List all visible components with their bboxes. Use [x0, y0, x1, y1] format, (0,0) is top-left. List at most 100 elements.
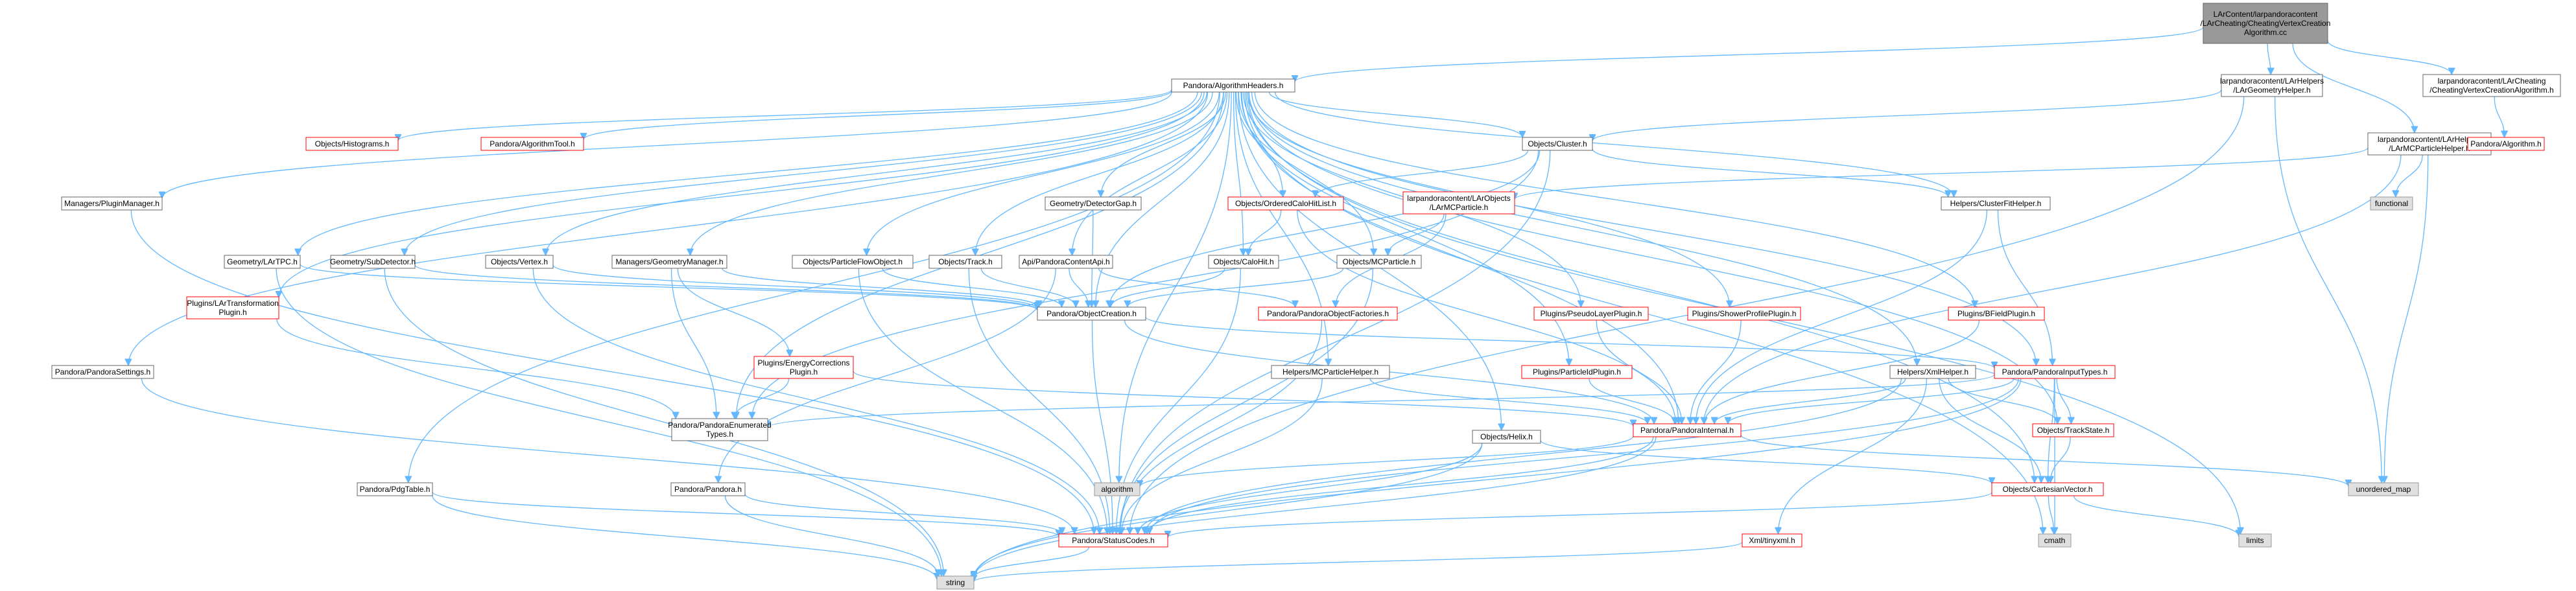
node-pandora_alg[interactable]: Pandora/Algorithm.h [2467, 137, 2545, 151]
node-box-pflow[interactable] [792, 255, 914, 269]
node-box-objcreation[interactable] [1037, 307, 1146, 321]
node-box-xmlhelper[interactable] [1889, 365, 1976, 379]
node-ordcalohit[interactable]: Objects/OrderedCaloHitList.h [1227, 196, 1344, 211]
node-box-internal[interactable] [1633, 423, 1742, 437]
node-subdet[interactable]: Geometry/SubDetector.h [330, 255, 416, 269]
node-pseudolayer[interactable]: Plugins/PseudoLayerPlugin.h [1533, 307, 1649, 321]
node-box-plugin_mgr[interactable] [61, 196, 163, 211]
node-box-pandora[interactable] [670, 482, 746, 496]
node-detgap[interactable]: Geometry/DetectorGap.h [1045, 196, 1142, 211]
node-box-tinyxml[interactable] [1742, 533, 1802, 548]
node-mcparticle[interactable]: Objects/MCParticle.h [1336, 255, 1422, 269]
node-settings[interactable]: Pandora/PandoraSettings.h [51, 365, 154, 379]
node-box-vertex[interactable] [485, 255, 554, 269]
node-box-lartransform[interactable] [186, 296, 279, 319]
node-box-cartesian[interactable] [1991, 482, 2104, 496]
node-trackstate[interactable]: Objects/TrackState.h [2032, 423, 2114, 437]
node-pandora[interactable]: Pandora/Pandora.h [670, 482, 746, 496]
node-tinyxml[interactable]: Xml/tinyxml.h [1742, 533, 1802, 548]
node-box-calohit[interactable] [1208, 255, 1279, 269]
node-plugin_mgr[interactable]: Managers/PluginManager.h [61, 196, 163, 211]
node-track[interactable]: Objects/Track.h [928, 255, 1002, 269]
node-calohit[interactable]: Objects/CaloHit.h [1208, 255, 1279, 269]
node-api[interactable]: Api/PandoraContentApi.h [1019, 255, 1113, 269]
node-box-enumtypes[interactable] [671, 418, 768, 441]
node-histograms[interactable]: Objects/Histograms.h [305, 137, 399, 151]
node-unordered_map[interactable]: unordered_map [2348, 482, 2419, 496]
node-box-string[interactable] [936, 575, 975, 590]
node-string[interactable]: string [936, 575, 975, 590]
node-box-ordcalohit[interactable] [1227, 196, 1344, 211]
node-box-helix[interactable] [1472, 430, 1541, 444]
node-label-mcparticle: Objects/MCParticle.h [1343, 257, 1416, 266]
edge-alghead-to-mcphelper [1235, 91, 1328, 365]
node-box-alghead[interactable] [1171, 78, 1295, 93]
node-algorithm[interactable]: algorithm [1094, 482, 1140, 496]
node-larcheat_h[interactable]: larpandoracontent/LArCheating/CheatingVe… [2422, 74, 2561, 97]
node-xmlhelper[interactable]: Helpers/XmlHelper.h [1889, 365, 1976, 379]
node-objfactories[interactable]: Pandora/PandoraObjectFactories.h [1258, 307, 1398, 321]
node-clusterfit[interactable]: Helpers/ClusterFitHelper.h [1941, 196, 2051, 211]
node-cartesian[interactable]: Objects/CartesianVector.h [1991, 482, 2104, 496]
node-box-objfactories[interactable] [1258, 307, 1398, 321]
node-box-algorithm[interactable] [1094, 482, 1140, 496]
node-box-api[interactable] [1019, 255, 1113, 269]
node-box-limits[interactable] [2238, 533, 2272, 548]
node-box-pdgtable[interactable] [357, 482, 433, 496]
node-internal[interactable]: Pandora/PandoraInternal.h [1633, 423, 1742, 437]
node-statuscodes[interactable]: Pandora/StatusCodes.h [1058, 533, 1168, 548]
node-box-algtool[interactable] [480, 137, 584, 151]
node-vertex[interactable]: Objects/Vertex.h [485, 255, 554, 269]
node-box-histograms[interactable] [305, 137, 399, 151]
node-box-statuscodes[interactable] [1058, 533, 1168, 548]
node-box-mcphelper[interactable] [1271, 365, 1390, 379]
node-box-clusterfit[interactable] [1941, 196, 2051, 211]
node-box-detgap[interactable] [1045, 196, 1142, 211]
node-box-geomgr[interactable] [611, 255, 727, 269]
node-box-functional[interactable] [2370, 196, 2413, 211]
node-box-lartpc[interactable] [224, 255, 301, 269]
node-limits[interactable]: limits [2238, 533, 2272, 548]
node-inputtypes[interactable]: Pandora/PandoraInputTypes.h [1994, 365, 2116, 379]
node-box-cmath[interactable] [2038, 533, 2072, 548]
node-larhelpers_geo[interactable]: larpandoracontent/LArHelpers/LArGeometry… [2220, 74, 2324, 97]
node-functional[interactable]: functional [2370, 196, 2413, 211]
node-box-pseudolayer[interactable] [1533, 307, 1649, 321]
node-box-energycorr[interactable] [753, 356, 854, 379]
node-objcreation[interactable]: Pandora/ObjectCreation.h [1037, 307, 1146, 321]
node-box-showerprofile[interactable] [1687, 307, 1801, 321]
node-box-root[interactable] [2203, 3, 2328, 44]
node-box-inputtypes[interactable] [1994, 365, 2116, 379]
node-box-trackstate[interactable] [2032, 423, 2114, 437]
node-box-larmcparticle[interactable] [1402, 191, 1515, 214]
node-pflow[interactable]: Objects/ParticleFlowObject.h [792, 255, 914, 269]
node-box-track[interactable] [928, 255, 1002, 269]
node-helix[interactable]: Objects/Helix.h [1472, 430, 1541, 444]
node-bfield[interactable]: Plugins/BFieldPlugin.h [1948, 307, 2045, 321]
node-pdgtable[interactable]: Pandora/PdgTable.h [357, 482, 433, 496]
node-alghead[interactable]: Pandora/AlgorithmHeaders.h [1171, 78, 1295, 93]
node-box-larcheat_h[interactable] [2422, 74, 2561, 97]
node-root[interactable]: LArContent/larpandoracontent/LArCheating… [2201, 3, 2331, 44]
node-box-larhelpers_geo[interactable] [2221, 74, 2323, 97]
node-particleid[interactable]: Plugins/ParticleIdPlugin.h [1521, 365, 1633, 379]
node-algtool[interactable]: Pandora/AlgorithmTool.h [480, 137, 584, 151]
node-cluster[interactable]: Objects/Cluster.h [1522, 137, 1593, 151]
node-box-particleid[interactable] [1521, 365, 1633, 379]
node-box-settings[interactable] [51, 365, 154, 379]
node-box-pandora_alg[interactable] [2467, 137, 2545, 151]
node-mcphelper[interactable]: Helpers/MCParticleHelper.h [1271, 365, 1390, 379]
node-box-subdet[interactable] [330, 255, 416, 269]
node-cmath[interactable]: cmath [2038, 533, 2072, 548]
node-box-mcparticle[interactable] [1336, 255, 1422, 269]
node-geomgr[interactable]: Managers/GeometryManager.h [611, 255, 727, 269]
node-box-bfield[interactable] [1948, 307, 2045, 321]
node-larmcparticle[interactable]: larpandoracontent/LArObjects/LArMCPartic… [1402, 191, 1515, 214]
node-box-cluster[interactable] [1522, 137, 1593, 151]
node-lartpc[interactable]: Geometry/LArTPC.h [224, 255, 301, 269]
node-showerprofile[interactable]: Plugins/ShowerProfilePlugin.h [1687, 307, 1801, 321]
node-box-unordered_map[interactable] [2348, 482, 2419, 496]
